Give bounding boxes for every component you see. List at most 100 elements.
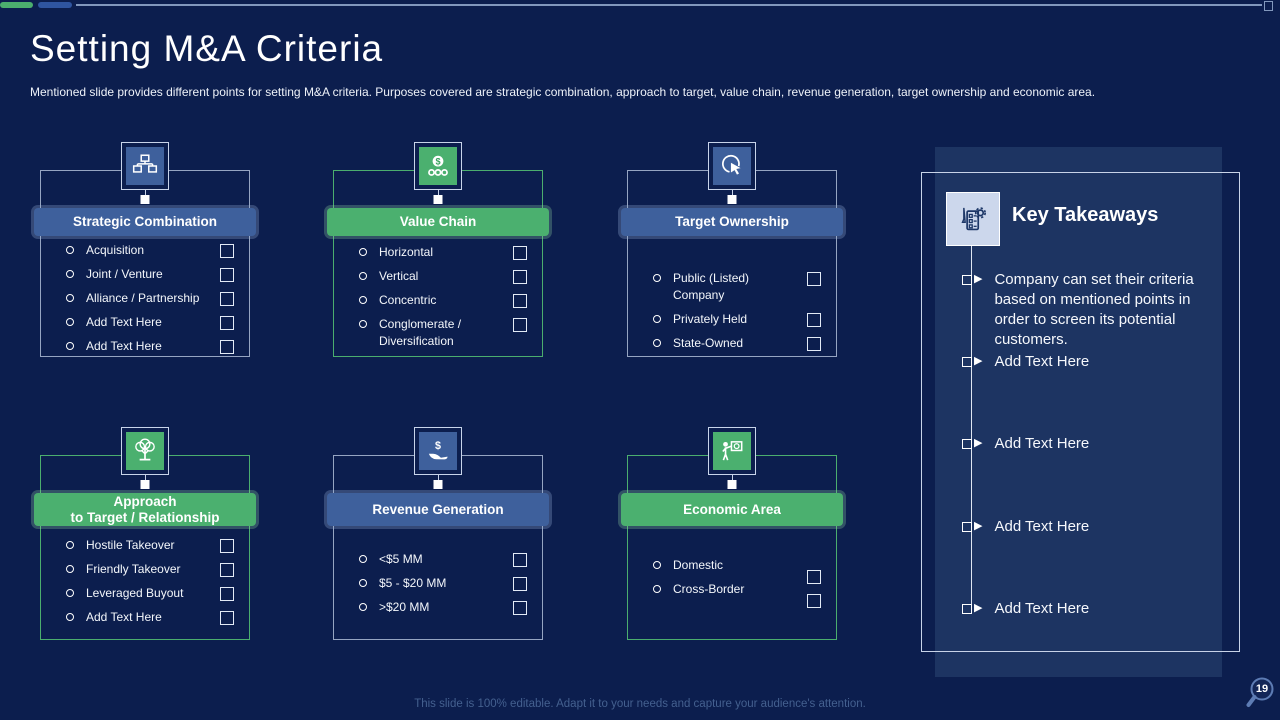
accent-bar-green xyxy=(0,2,33,8)
checkbox[interactable] xyxy=(220,268,234,282)
list-item: Add Text Here xyxy=(66,609,234,626)
box-header: Value Chain xyxy=(327,208,549,236)
bullet-icon xyxy=(359,296,367,304)
checkbox[interactable] xyxy=(513,553,527,567)
accent-bar-blue xyxy=(38,2,72,8)
bullet-icon xyxy=(66,589,74,597)
bullet-square-icon xyxy=(962,439,972,449)
box-list: Hostile Takeover Friendly Takeover Lever… xyxy=(40,537,250,633)
checkbox[interactable] xyxy=(807,337,821,351)
connector-line xyxy=(732,188,733,196)
checkbox[interactable] xyxy=(220,611,234,625)
connector-line xyxy=(145,188,146,196)
box-header: Approach to Target / Relationship xyxy=(34,493,256,526)
dollar-chain-icon: $ xyxy=(419,147,457,185)
page-number-magnifier[interactable]: 19 xyxy=(1238,674,1280,716)
list-item: Concentric xyxy=(359,292,527,309)
money-hand-icon: $ xyxy=(419,432,457,470)
checkbox[interactable] xyxy=(513,577,527,591)
bullet-icon xyxy=(66,613,74,621)
checkbox[interactable] xyxy=(220,539,234,553)
checkbox[interactable] xyxy=(807,272,821,286)
list-item: Leveraged Buyout xyxy=(66,585,234,602)
checkbox[interactable] xyxy=(220,563,234,577)
criteria-box-strategic-combination: Strategic Combination Acquisition Joint … xyxy=(34,142,256,357)
list-item: Domestic xyxy=(653,557,821,584)
org-chart-icon xyxy=(126,147,164,185)
list-item: Conglomerate / Diversification xyxy=(359,316,527,350)
page-number: 19 xyxy=(1255,683,1269,695)
connector-square xyxy=(140,195,150,204)
accent-rule-line xyxy=(76,4,1262,6)
bullet-icon xyxy=(653,274,661,282)
list-item: >$20 MM xyxy=(359,599,527,616)
box-list: <$5 MM $5 - $20 MM >$20 MM xyxy=(333,551,543,623)
checkbox[interactable] xyxy=(807,594,821,608)
target-click-icon xyxy=(713,147,751,185)
icon-frame: $ xyxy=(414,427,462,475)
checklist-gear-icon xyxy=(946,192,1000,246)
bullet-icon xyxy=(66,565,74,573)
list-item: Vertical xyxy=(359,268,527,285)
bullet-icon xyxy=(359,579,367,587)
bullet-icon xyxy=(359,248,367,256)
key-takeaway-item: ▶ Company can set their criteria based o… xyxy=(962,270,1224,350)
list-item: Acquisition xyxy=(66,242,234,259)
box-header: Revenue Generation xyxy=(327,493,549,526)
key-takeaways-timeline xyxy=(971,244,972,609)
bullet-icon xyxy=(66,318,74,326)
bullet-arrow-icon: ▶ xyxy=(974,602,983,614)
checkbox[interactable] xyxy=(220,244,234,258)
bullet-icon xyxy=(66,342,74,350)
list-item: Public (Listed) Company xyxy=(653,270,821,304)
icon-frame xyxy=(708,142,756,190)
bullet-icon xyxy=(66,541,74,549)
bullet-icon xyxy=(653,339,661,347)
list-item: Horizontal xyxy=(359,244,527,261)
key-takeaway-item: ▶ Add Text Here xyxy=(962,352,1224,372)
checkbox[interactable] xyxy=(807,570,821,584)
checkbox[interactable] xyxy=(220,316,234,330)
checkbox[interactable] xyxy=(220,587,234,601)
list-item: Joint / Venture xyxy=(66,266,234,283)
svg-text:$: $ xyxy=(435,156,440,166)
bullet-square-icon xyxy=(962,357,972,367)
checkbox[interactable] xyxy=(220,340,234,354)
checkbox[interactable] xyxy=(513,270,527,284)
growth-tree-icon xyxy=(126,432,164,470)
checkbox[interactable] xyxy=(220,292,234,306)
box-list: Domestic Cross-Border xyxy=(627,557,837,608)
connector-square xyxy=(140,480,150,489)
key-takeaways-border xyxy=(921,172,1240,652)
connector-line xyxy=(438,473,439,481)
accent-rule-endcap xyxy=(1264,1,1273,11)
bullet-arrow-icon: ▶ xyxy=(974,273,983,285)
list-item: Add Text Here xyxy=(66,314,234,331)
checkbox[interactable] xyxy=(807,313,821,327)
list-item: Add Text Here xyxy=(66,338,234,355)
key-takeaway-item: ▶ Add Text Here xyxy=(962,434,1224,454)
presenter-board-icon xyxy=(713,432,751,470)
criteria-box-revenue-generation: $ Revenue Generation <$5 MM $5 - $20 MM … xyxy=(327,427,549,640)
connector-line xyxy=(145,473,146,481)
criteria-box-value-chain: $ Value Chain Horizontal Vertical xyxy=(327,142,549,357)
checkbox[interactable] xyxy=(513,318,527,332)
box-list: Horizontal Vertical Concentric Conglomer… xyxy=(333,244,543,357)
bullet-icon xyxy=(653,315,661,323)
list-item: Privately Held xyxy=(653,311,821,328)
box-header: Strategic Combination xyxy=(34,208,256,236)
criteria-box-target-ownership: Target Ownership Public (Listed) Company… xyxy=(621,142,843,357)
bullet-arrow-icon: ▶ xyxy=(974,437,983,449)
criteria-box-economic-area: Economic Area Domestic Cross-Border xyxy=(621,427,843,640)
page-title: Setting M&A Criteria xyxy=(30,28,384,69)
box-list: Acquisition Joint / Venture Alliance / P… xyxy=(40,242,250,362)
key-takeaway-item: ▶ Add Text Here xyxy=(962,517,1224,537)
checkbox[interactable] xyxy=(513,294,527,308)
icon-frame: $ xyxy=(414,142,462,190)
checkbox[interactable] xyxy=(513,246,527,260)
checkbox[interactable] xyxy=(513,601,527,615)
icon-frame xyxy=(121,142,169,190)
key-takeaway-item: ▶ Add Text Here xyxy=(962,599,1224,619)
list-item: Friendly Takeover xyxy=(66,561,234,578)
